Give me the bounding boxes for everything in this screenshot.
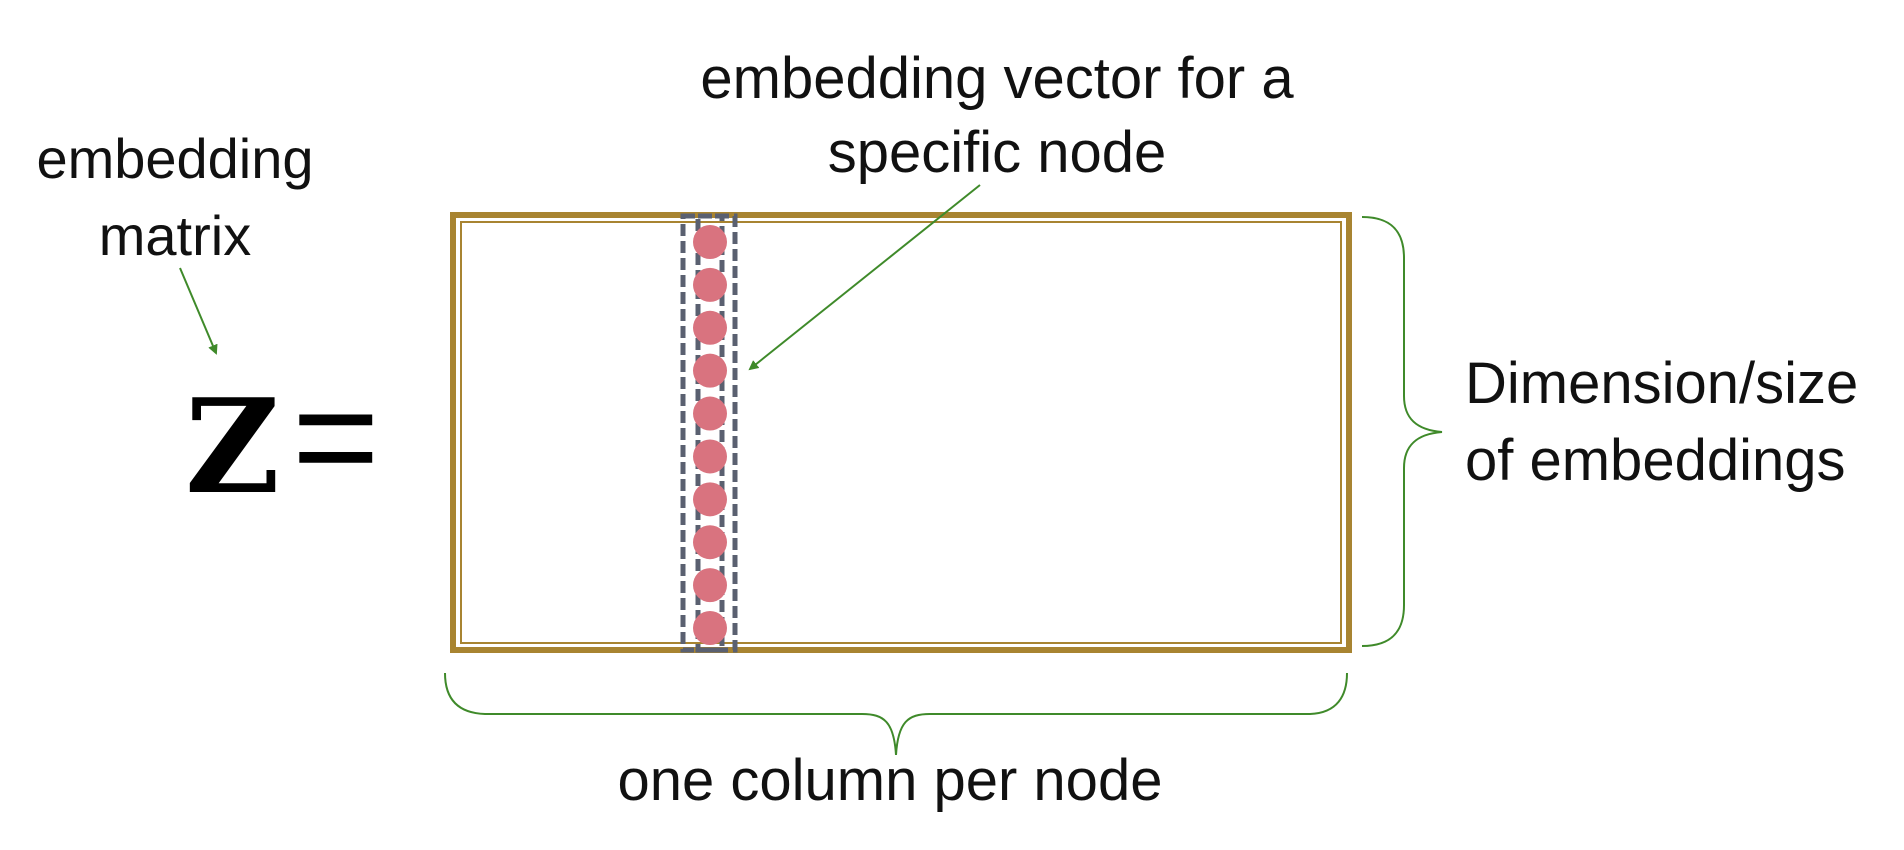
vector-entry-dot [693,396,727,431]
embedding-matrix-label-line2: matrix [99,204,251,267]
vector-entry-dot [693,482,727,517]
z-symbol: Z [185,370,280,523]
vector-entry-dot [693,525,727,560]
vector-dots [693,225,727,645]
column-label: one column per node [618,748,1163,813]
embedding-matrix-arrow [179,267,218,355]
dimension-brace [1361,216,1443,647]
vector-entry-dot [693,611,727,645]
equals-symbol: = [292,352,380,520]
vector-inner-dashed-outline [695,213,725,653]
vector-label-line1: embedding vector for a [700,46,1294,111]
vector-entry-dot [693,353,727,388]
vector-entry-dot [693,568,727,603]
vector-entry-dot [693,225,727,259]
dimension-label-line1: Dimension/size [1465,351,1858,416]
column-brace [444,672,1348,756]
vector-label-line2: specific node [828,120,1167,185]
vector-entry-dot [693,439,727,474]
embedding-matrix-label-line1: embedding [36,127,313,190]
matrix-outer-border [450,212,1352,653]
vector-entry-dot [693,267,727,302]
dimension-label-line2: of embeddings [1465,428,1845,493]
matrix-inner-border [460,221,1342,644]
vector-entry-dot [693,310,727,345]
vector-label-arrow [748,184,981,371]
